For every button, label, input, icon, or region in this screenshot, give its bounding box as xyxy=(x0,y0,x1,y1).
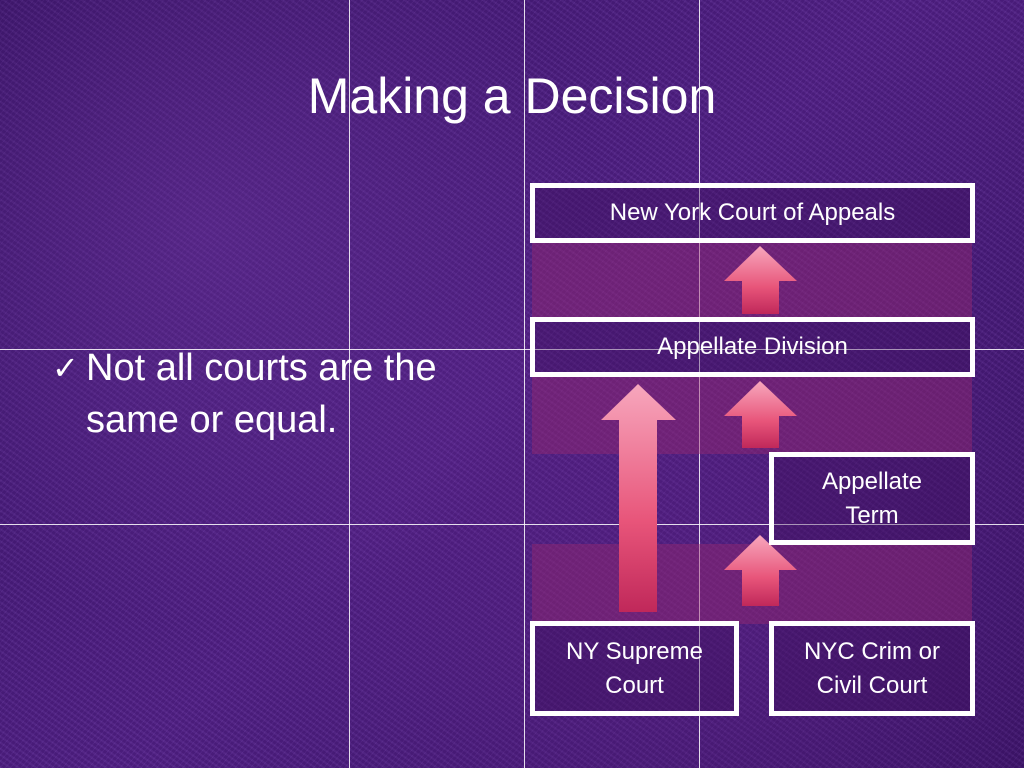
guide-line-horizontal-1 xyxy=(0,349,1024,350)
guide-line-horizontal-2 xyxy=(0,524,1024,525)
node-appellate-term-label: Appellate Term xyxy=(821,467,923,529)
checkmark-icon: ✓ xyxy=(52,350,79,386)
node-ny-supreme-court-label: NY Supreme Court xyxy=(566,637,703,699)
node-appellate-division: Appellate Division xyxy=(530,317,975,377)
arrow-up-to-appellate-term xyxy=(724,535,797,606)
slide-title: Making a Decision xyxy=(307,68,717,124)
bullet-text: Not all courts are the same or equal. xyxy=(86,347,437,441)
arrow-up-to-court-of-appeals xyxy=(724,246,797,314)
bullet-point: ✓ Not all courts are the same or equal. xyxy=(52,342,492,446)
node-ny-supreme-court: NY Supreme Court xyxy=(530,621,739,716)
node-appellate-division-label: Appellate Division xyxy=(657,333,848,360)
guide-line-vertical-2 xyxy=(524,0,525,768)
guide-line-vertical-1 xyxy=(349,0,350,768)
node-nyc-crim-civil-court: NYC Crim or Civil Court xyxy=(769,621,975,716)
node-court-of-appeals-label: New York Court of Appeals xyxy=(609,199,896,226)
guide-line-vertical-3 xyxy=(699,0,700,768)
node-appellate-term: Appellate Term xyxy=(769,452,975,545)
arrow-up-to-appellate-division xyxy=(724,381,797,448)
arrow-supreme-to-appellate-division xyxy=(601,384,676,612)
node-nyc-crim-civil-court-label: NYC Crim or Civil Court xyxy=(804,637,940,699)
node-court-of-appeals: New York Court of Appeals xyxy=(530,183,975,243)
